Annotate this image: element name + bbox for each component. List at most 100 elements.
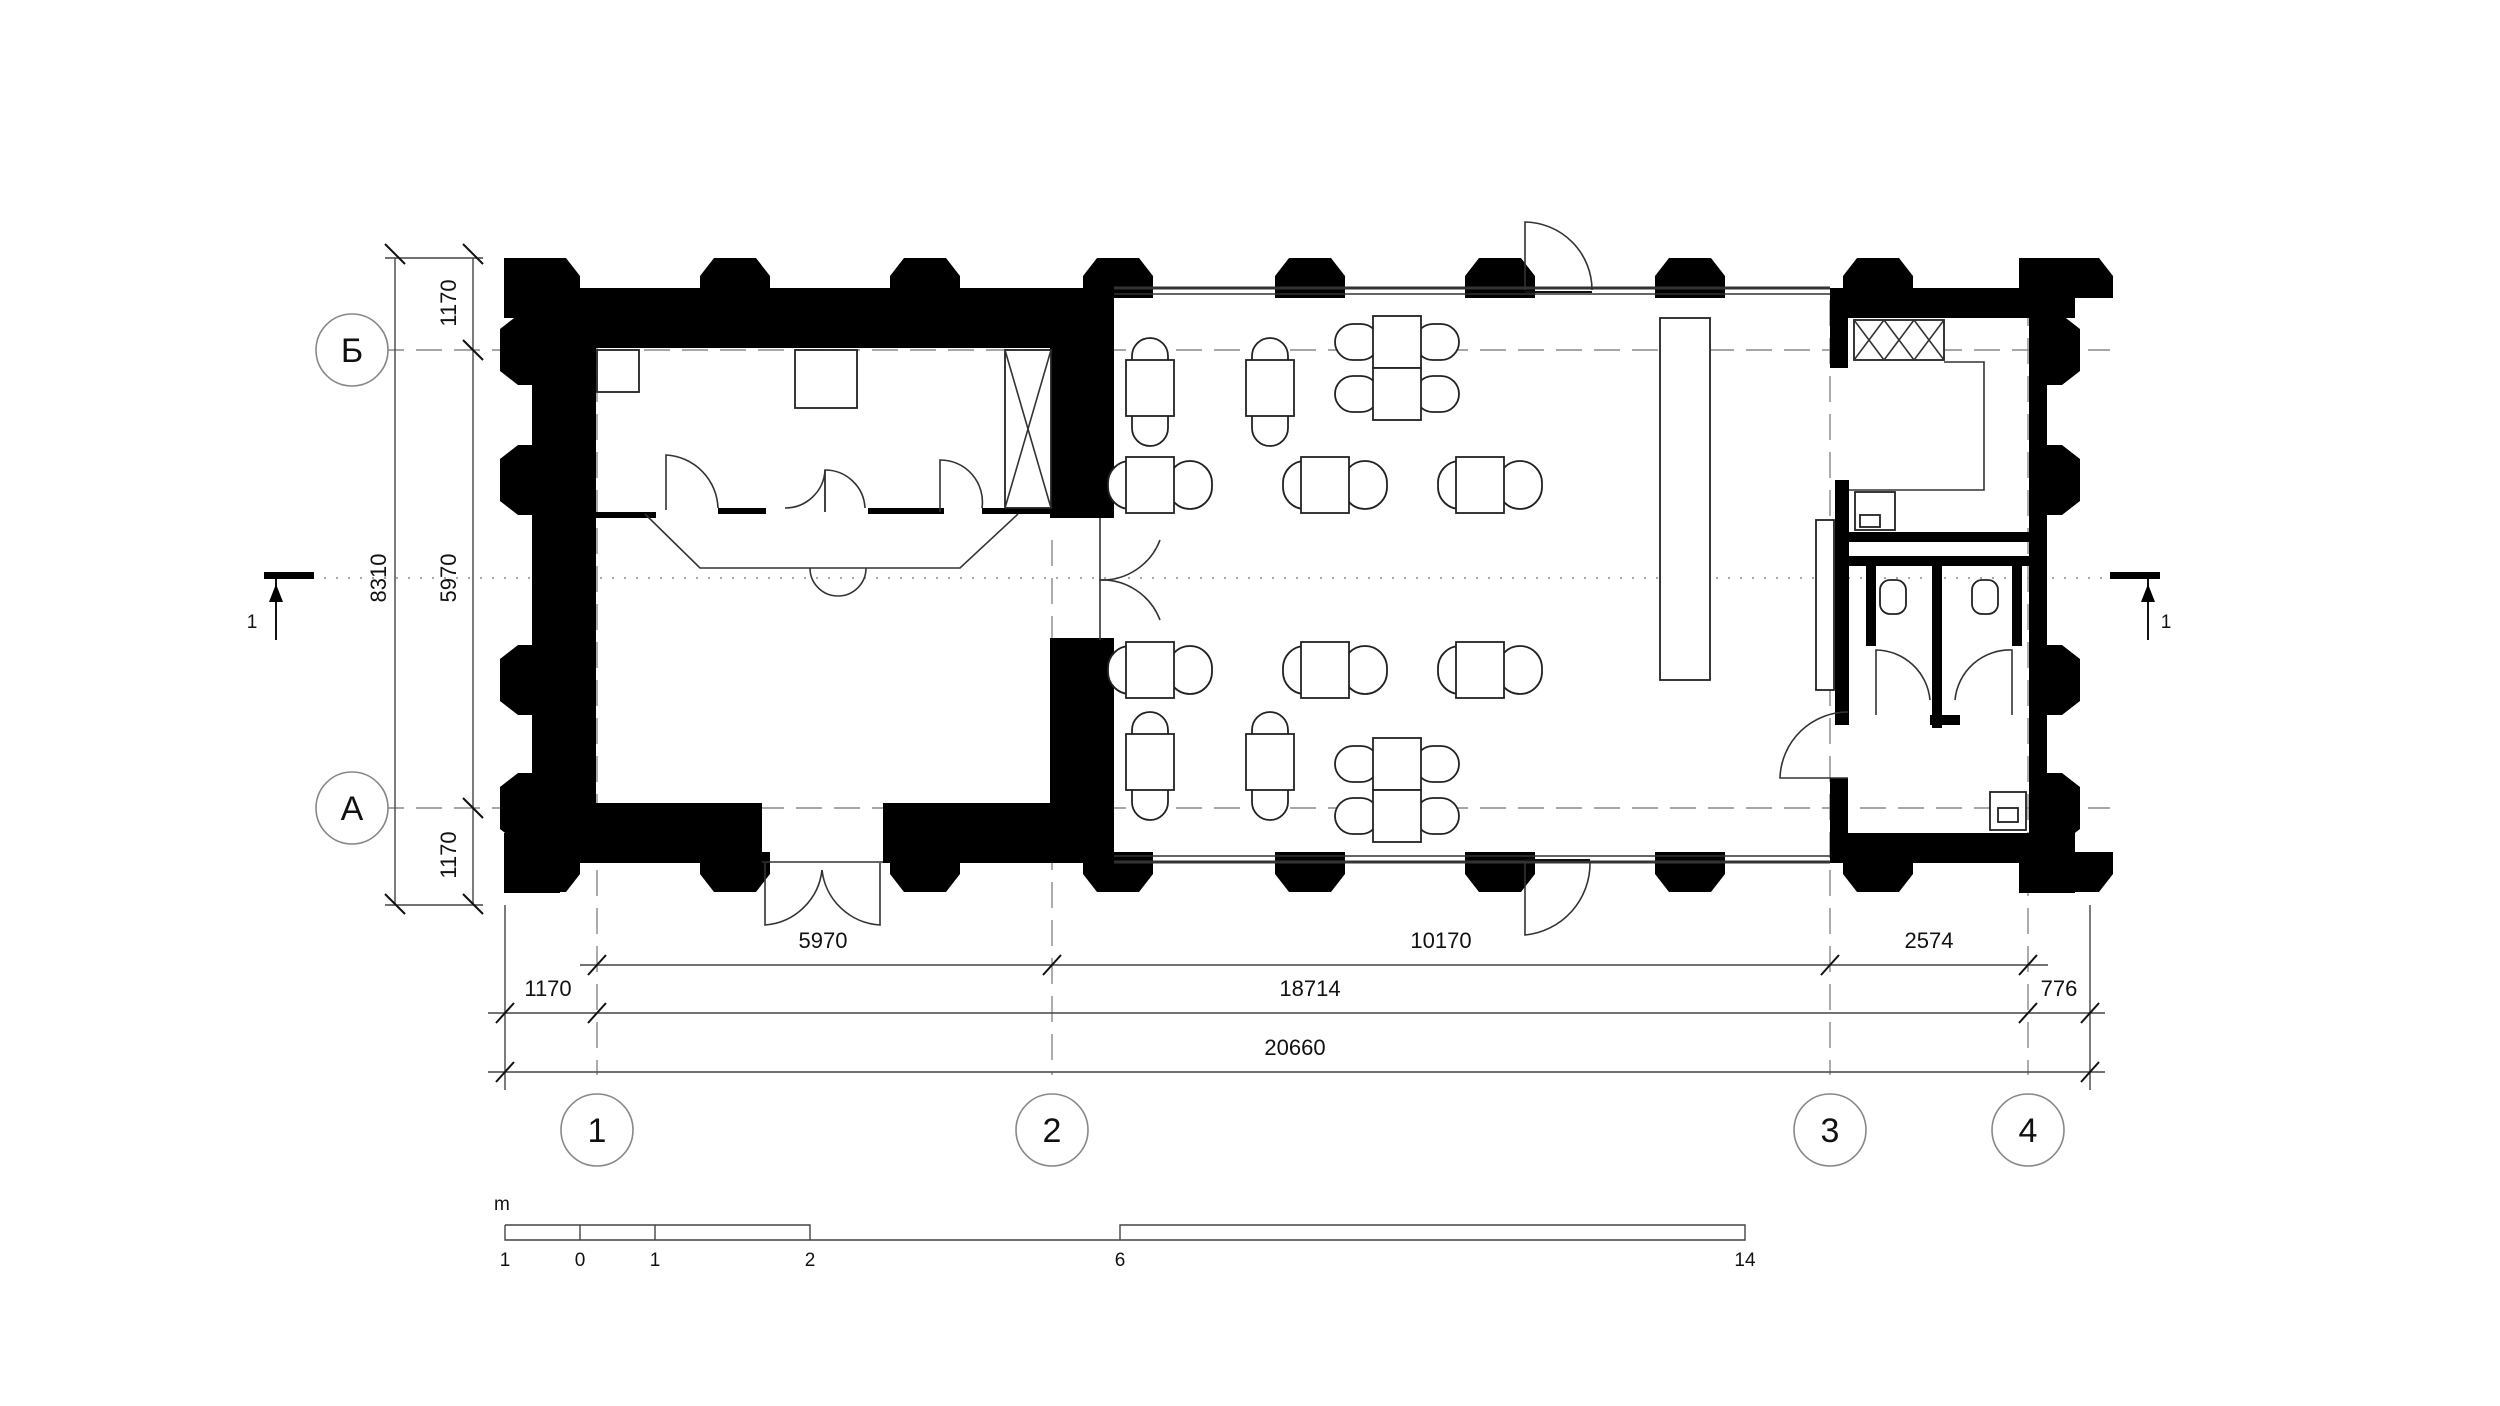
shower-basin — [1989, 791, 2027, 831]
scale-label-6: 6 — [1115, 1250, 1126, 1271]
section-label-right: 1 — [2161, 612, 2172, 633]
dim-5970: 5970 — [799, 928, 848, 953]
kitchen-cross — [1913, 319, 1945, 361]
table-8 — [1300, 456, 1350, 514]
partition-4 — [982, 508, 1050, 514]
axis-bubble-a: А — [315, 771, 389, 845]
dining-furniture — [1107, 315, 1543, 843]
pier-right-3 — [2040, 645, 2080, 715]
partition-3 — [868, 508, 944, 514]
door-swing — [939, 459, 984, 512]
corner-pier-2 — [2019, 258, 2075, 318]
table-3 — [1125, 733, 1175, 791]
table-2 — [1245, 359, 1295, 417]
axis-label-b: Б — [341, 332, 363, 370]
pier-bottom-5 — [1275, 852, 1345, 892]
axis-label-4: 4 — [2019, 1112, 2038, 1150]
vertical-dimensions: 8310 1170 5970 1170 — [366, 243, 484, 915]
pier-left-1 — [500, 315, 540, 385]
bar-counter-curve — [809, 567, 867, 597]
door-bottom — [1524, 861, 1591, 936]
pier-bottom-4 — [1083, 852, 1153, 892]
pier-left-2 — [500, 445, 540, 515]
walls — [532, 288, 2047, 863]
door-service — [1779, 711, 1849, 779]
table-10 — [1125, 641, 1175, 699]
pier-right-2 — [2040, 445, 2080, 515]
pier-top-5 — [1275, 258, 1345, 298]
partition-2 — [718, 508, 766, 514]
service-fixtures — [1815, 319, 2027, 831]
partition-1 — [596, 512, 656, 518]
dim-5970-v: 5970 — [436, 554, 461, 603]
storage-rack-cross — [1004, 349, 1052, 509]
pier-bottom-3 — [890, 852, 960, 892]
pier-right-1 — [2040, 315, 2080, 385]
pier-top-3 — [890, 258, 960, 298]
dim-10170: 10170 — [1410, 928, 1471, 953]
left-hall-fittings — [596, 349, 1161, 926]
axis-bubble-2: 2 — [1015, 1093, 1089, 1167]
wall-partition-upper — [1050, 288, 1114, 518]
scale-label-14: 14 — [1734, 1250, 1756, 1271]
table-6a — [1372, 737, 1422, 791]
wall-partition-lower — [1050, 638, 1114, 863]
toilet-right — [1971, 579, 1999, 615]
horizontal-dimensions: 5970 10170 2574 1170 18714 776 20660 — [488, 905, 2105, 1090]
kitchen-cross — [1883, 319, 1915, 361]
axis-bubbles: Б А 1 2 3 4 — [315, 313, 2065, 1167]
corner-pier-4 — [2019, 833, 2075, 893]
door-swing — [1099, 579, 1161, 640]
wall-wc-right — [2012, 566, 2022, 646]
dim-20660: 20660 — [1264, 1035, 1325, 1060]
pier-bottom-7 — [1655, 852, 1725, 892]
axis-label-1: 1 — [588, 1112, 607, 1150]
axis-bubble-4: 4 — [1991, 1093, 2065, 1167]
kitchen-counter — [1849, 361, 1985, 491]
kitchen-cross — [1853, 319, 1885, 361]
table-12 — [1455, 641, 1505, 699]
axis-bubble-3: 3 — [1793, 1093, 1867, 1167]
dim-18714: 18714 — [1279, 976, 1340, 1001]
wc-door-right — [1954, 649, 2013, 715]
door-swing — [824, 469, 866, 512]
section-label-left: 1 — [247, 612, 258, 633]
shower-basin-inner — [1997, 807, 2019, 823]
entrance-door-left — [764, 863, 823, 926]
cabinet — [596, 349, 640, 393]
wall-service-h2 — [1849, 556, 2031, 566]
table-11 — [1300, 641, 1350, 699]
table-4 — [1245, 733, 1295, 791]
dim-1170-bottom: 1170 — [436, 831, 461, 878]
axis-label-a: А — [341, 790, 364, 828]
dim-2574: 2574 — [1905, 928, 1954, 953]
axis-label-3: 3 — [1821, 1112, 1840, 1150]
door-top — [1524, 221, 1593, 291]
wall-service-h1 — [1849, 532, 2031, 542]
wall-wc-divider — [1932, 566, 1942, 728]
bar-counter-dining — [1659, 317, 1711, 681]
dim-1170-h: 1170 — [524, 976, 571, 1001]
pier-left-4 — [500, 773, 540, 843]
table-1 — [1125, 359, 1175, 417]
wall-wc-cap — [1930, 715, 1960, 725]
scale-bar: m 1 0 1 2 6 14 — [494, 1194, 1756, 1271]
pier-bottom-2 — [700, 852, 770, 892]
axis-bubble-b: Б — [315, 313, 389, 387]
axis-label-2: 2 — [1043, 1112, 1062, 1150]
dining-doors — [1524, 221, 1849, 936]
dim-776: 776 — [2041, 976, 2078, 1001]
pier-top-7 — [1655, 258, 1725, 298]
scale-bar-segment-2 — [810, 1224, 1746, 1241]
wall-wc-left — [1866, 566, 1876, 646]
entrance-door-right — [821, 863, 881, 926]
door-swing — [665, 454, 719, 510]
wc-door-left — [1875, 649, 1931, 715]
counter-box — [794, 349, 858, 409]
wall-service-left-lower — [1830, 778, 1848, 863]
bar-counter — [644, 513, 1019, 569]
pier-left-3 — [500, 645, 540, 715]
wall-right — [2029, 288, 2047, 863]
scale-label-1a: 1 — [500, 1250, 511, 1271]
